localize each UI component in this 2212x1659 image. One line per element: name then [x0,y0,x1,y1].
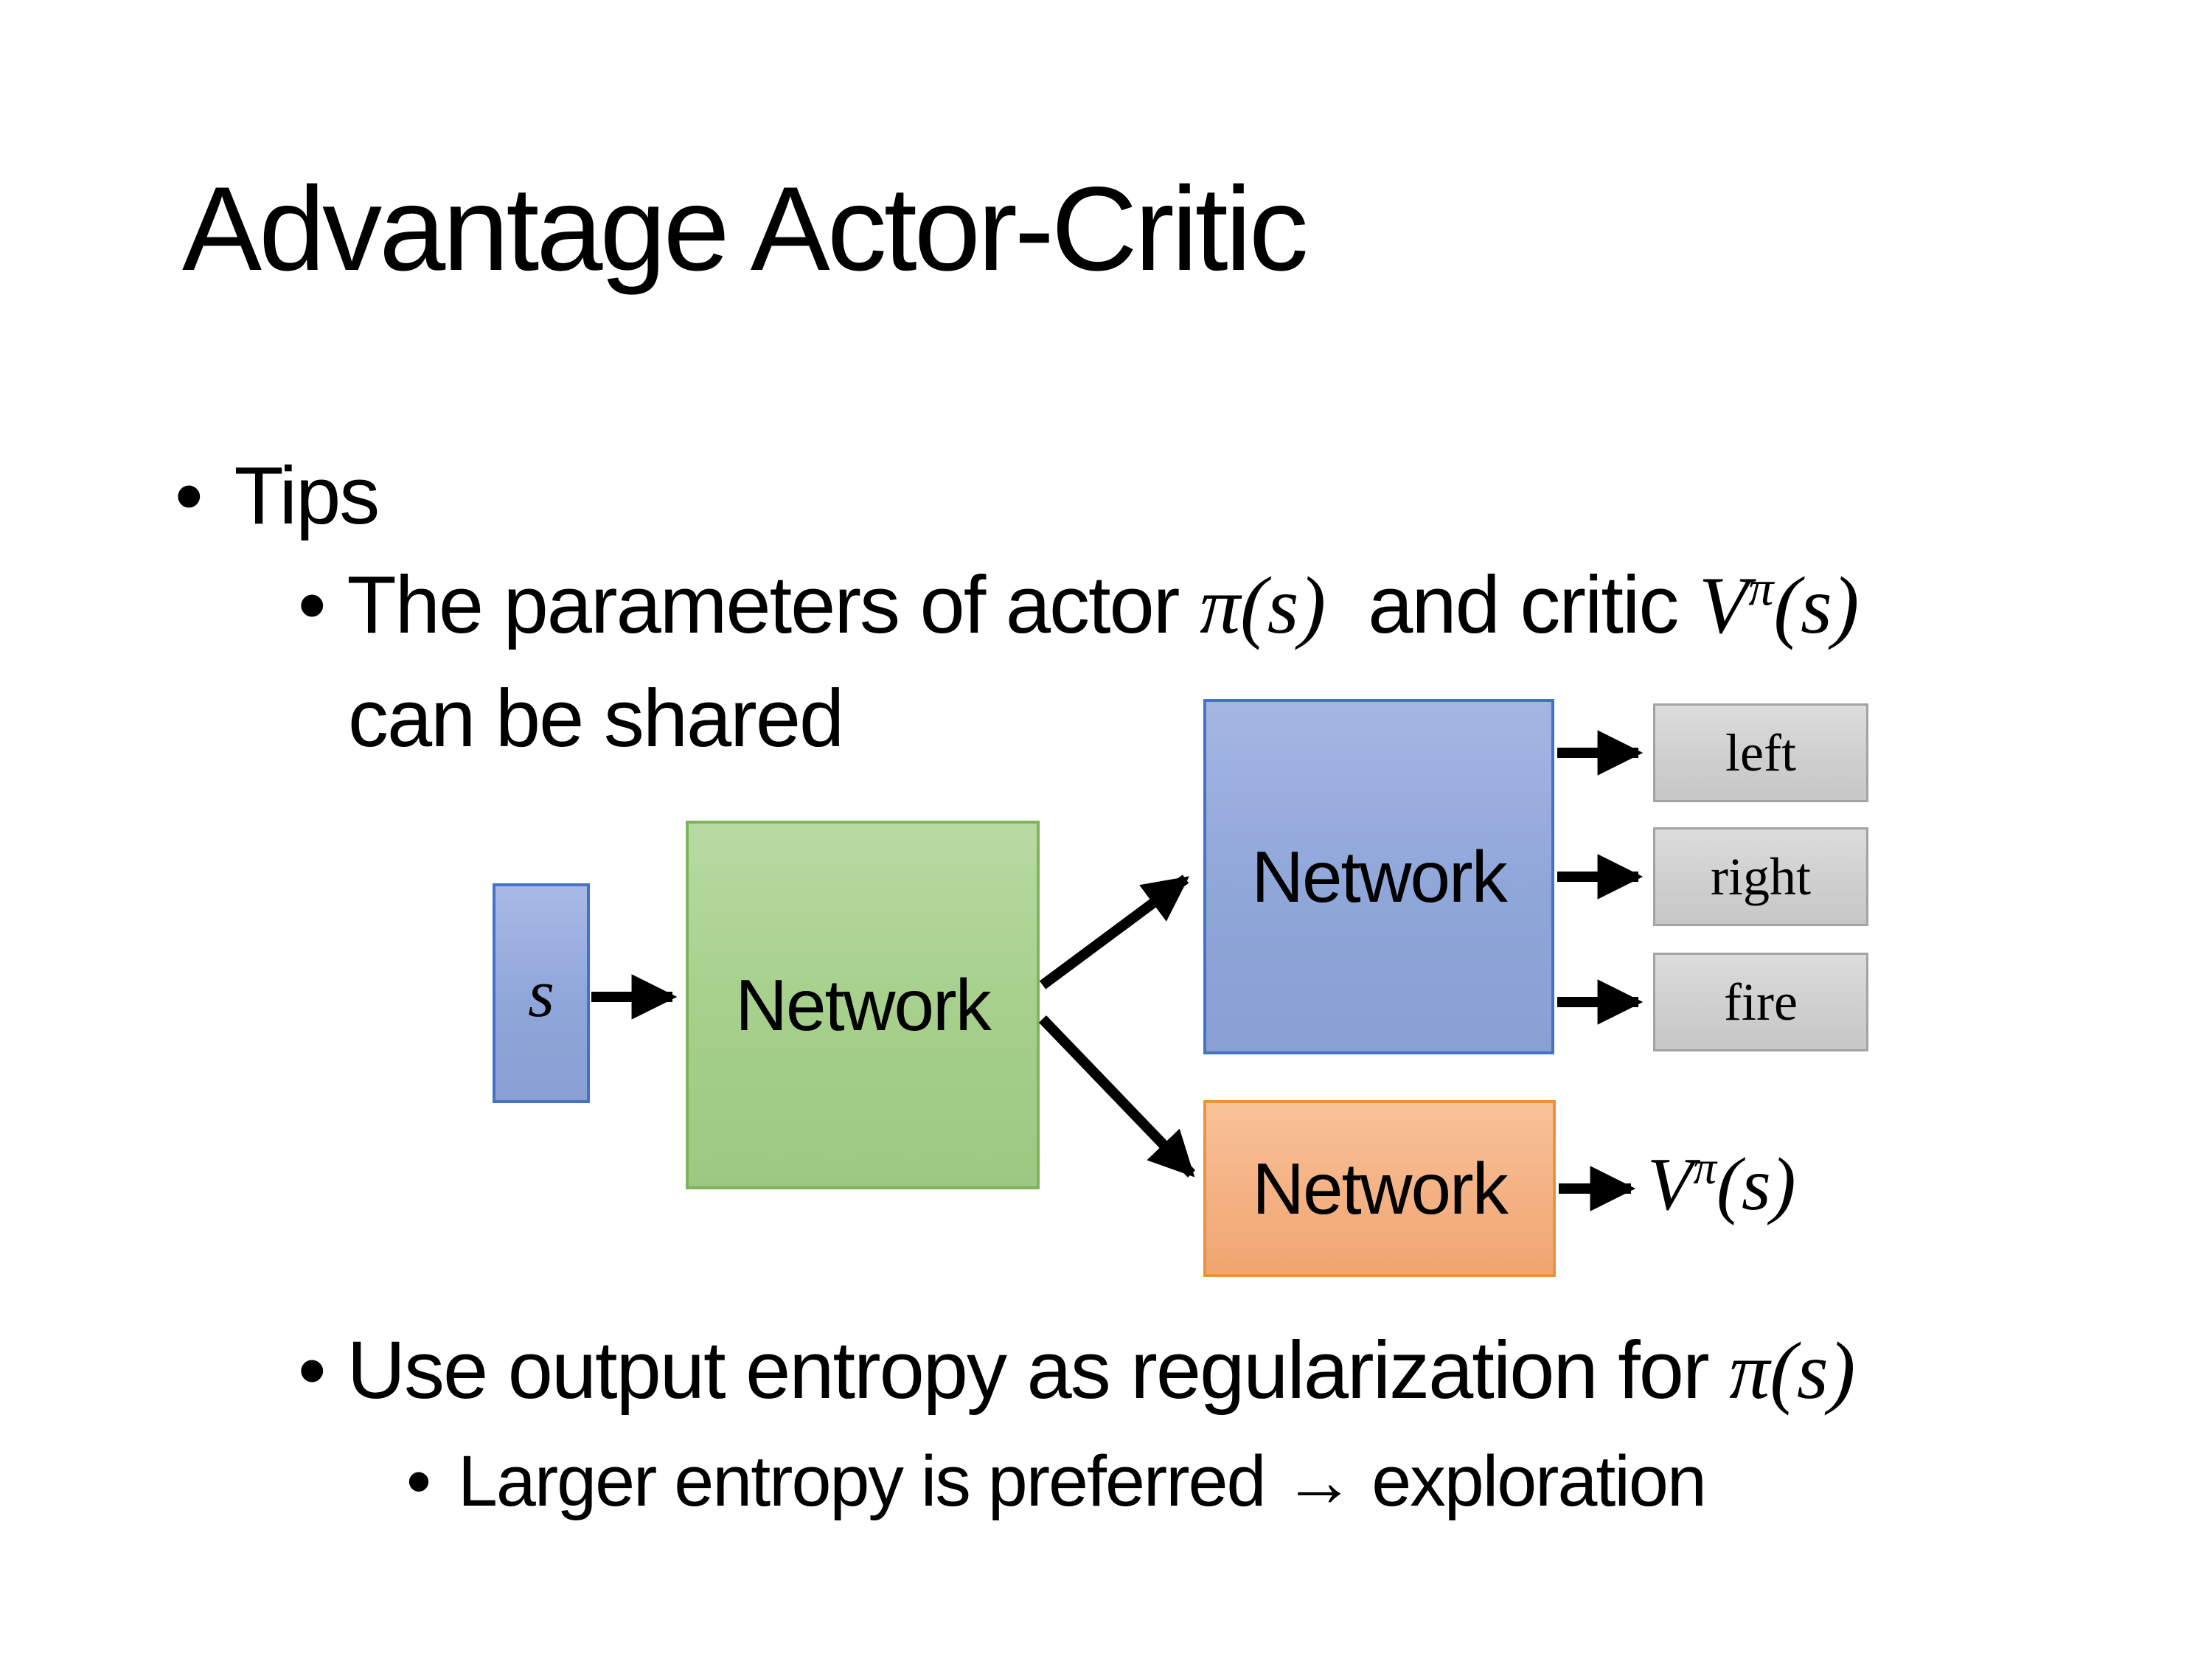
bullet-parameters-line2: can be shared [348,673,844,764]
text-segment: The parameters of actor [347,560,1200,650]
bullet-entropy-text: Use output entropy as regularization for… [347,1320,1856,1422]
value-output-label: Vπ(s) [1647,1141,1796,1228]
action-label-fire: fire [1724,972,1798,1032]
actor-network-label: Network [1251,835,1507,917]
math-pi-superscript: π [1748,560,1774,616]
state-label: s [528,956,554,1031]
text-segment: and critic [1326,560,1699,650]
bullet-icon: • [298,560,326,650]
bullet-icon: • [298,1325,326,1416]
arrow-shared-to-critic [1038,1015,1196,1178]
math-V: V [1698,560,1749,650]
bullet-exploration: • Larger entropy is preferred → explorat… [406,1436,1707,1526]
math-V: V [1647,1143,1694,1226]
action-box-fire: fire [1653,953,1868,1051]
shared-network-label: Network [735,964,991,1046]
bullet-icon: • [175,451,203,541]
math-pi-superscript: π [1693,1142,1717,1194]
arrow-shared-to-actor [1039,874,1189,990]
math-paren-s: (s) [1717,1143,1796,1226]
action-label-left: left [1725,723,1796,782]
bullet-tips: • Tips [175,445,380,547]
action-label-right: right [1711,846,1811,906]
bullet-parameters: • The parameters of actor π(s) and criti… [298,554,1859,657]
shared-network-box: Network [686,821,1040,1189]
bullet-tips-label: Tips [234,451,380,541]
actor-network-box: Network [1203,699,1554,1054]
bullet-icon: • [406,1441,431,1521]
bullet-exploration-label: Larger entropy is preferred → exploratio… [457,1441,1707,1521]
action-box-right: right [1653,827,1868,926]
bullet-entropy: • Use output entropy as regularization f… [298,1320,1855,1422]
critic-network-label: Network [1252,1147,1508,1229]
math-pi-s: π(s) [1199,560,1326,650]
bullet-parameters-text: The parameters of actor π(s) and critic … [347,554,1860,657]
math-paren-s: (s) [1773,560,1860,650]
text-segment: Use output entropy as regularization for [347,1325,1730,1416]
critic-network-box: Network [1203,1100,1556,1277]
page-title: Advantage Actor-Critic [182,162,1309,296]
state-input-box: s [493,883,590,1103]
math-pi-s: π(s) [1729,1326,1856,1416]
action-box-left: left [1653,703,1868,802]
